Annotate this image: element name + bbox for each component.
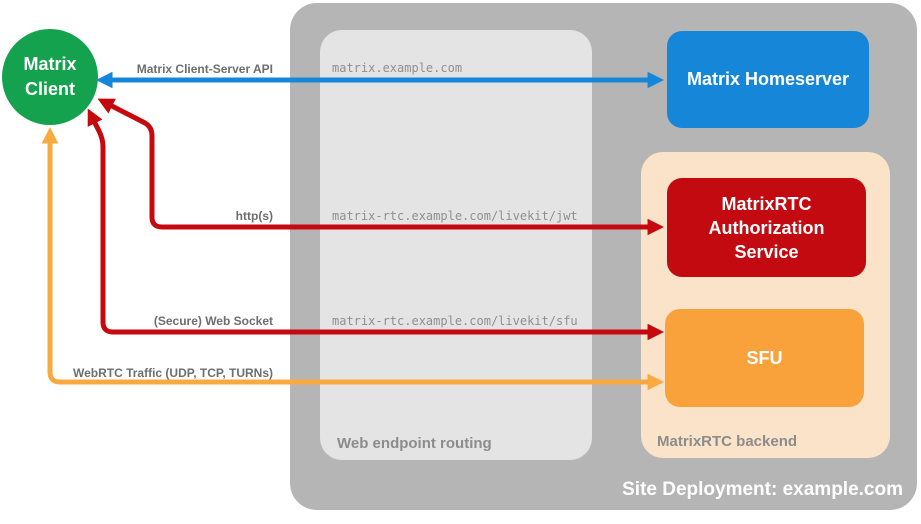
matrixrtc-auth-service-label: MatrixRTC Authorization Service bbox=[708, 193, 825, 262]
web-endpoint-routing-panel: Web endpoint routing bbox=[320, 30, 592, 460]
route-livekit-jwt: matrix-rtc.example.com/livekit/jwt bbox=[332, 209, 578, 223]
label-webrtc-traffic: WebRTC Traffic (UDP, TCP, TURNs) bbox=[72, 366, 273, 380]
web-endpoint-routing-label: Web endpoint routing bbox=[337, 435, 492, 452]
matrixrtc-backend-label: MatrixRTC backend bbox=[657, 433, 798, 450]
route-livekit-sfu: matrix-rtc.example.com/livekit/sfu bbox=[332, 314, 578, 328]
label-https: http(s) bbox=[235, 209, 273, 223]
route-matrix-domain: matrix.example.com bbox=[332, 61, 463, 75]
matrix-homeserver-label: Matrix Homeserver bbox=[686, 69, 850, 89]
matrix-client-node: Matrix Client bbox=[2, 29, 98, 125]
matrix-homeserver-node: Matrix Homeserver bbox=[667, 31, 869, 128]
site-deployment-label: Site Deployment: example.com bbox=[622, 479, 903, 500]
sfu-label: SFU bbox=[746, 347, 783, 368]
matrixrtc-auth-service-node: MatrixRTC Authorization Service bbox=[667, 178, 866, 277]
matrix-client-label: Matrix Client bbox=[23, 54, 77, 99]
label-client-server-api: Matrix Client-Server API bbox=[136, 62, 273, 76]
sfu-node: SFU bbox=[665, 309, 864, 407]
label-web-socket: (Secure) Web Socket bbox=[153, 314, 273, 328]
